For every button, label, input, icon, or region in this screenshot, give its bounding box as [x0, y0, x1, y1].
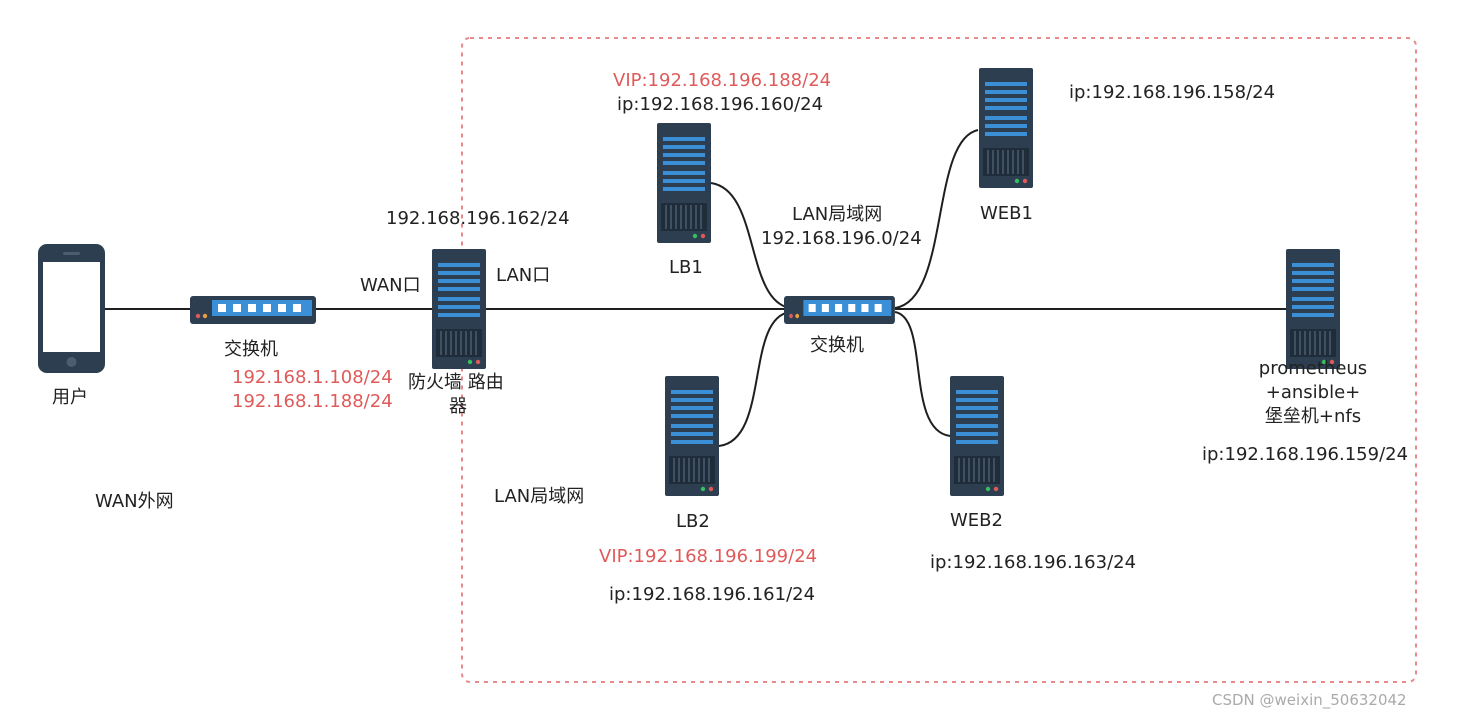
lan-switch-icon: [784, 296, 895, 324]
lan-net-label: LAN局域网: [792, 204, 883, 225]
monitor-server-icon: [1285, 248, 1341, 370]
web2-label: WEB2: [950, 510, 1003, 531]
links: [105, 129, 1287, 447]
firewall-label-line1: 防火墙 路由: [408, 372, 504, 393]
link-web1-lanswitch: [894, 129, 979, 309]
lb1-server-icon: [656, 122, 712, 244]
link-web2-lanswitch: [894, 311, 951, 437]
lb1-label: LB1: [669, 257, 703, 278]
lb2-vip: VIP:192.168.196.199/24: [599, 546, 818, 567]
wan-switch-label: 交换机: [224, 339, 278, 360]
wan-switch-icon: [190, 296, 316, 324]
monitor-label-line3: 堡垒机+nfs: [1264, 406, 1362, 427]
firewall-server-icon: [431, 248, 487, 370]
monitor-label-line2: +ansible+: [1265, 382, 1361, 403]
firewall-lan-port-label: LAN口: [496, 265, 551, 286]
link-lb1-lanswitch: [710, 182, 791, 309]
user-label: 用户: [52, 387, 88, 408]
lan-switch-label: 交换机: [810, 335, 864, 356]
web1-ip: ip:192.168.196.158/24: [1069, 82, 1276, 103]
lb1-vip: VIP:192.168.196.188/24: [613, 70, 832, 91]
lan-net-ip: 192.168.196.0/24: [761, 228, 922, 249]
monitor-ip: ip:192.168.196.159/24: [1202, 444, 1409, 465]
lb2-ip: ip:192.168.196.161/24: [609, 584, 816, 605]
lb2-label: LB2: [676, 511, 710, 532]
link-lb2-lanswitch: [718, 311, 791, 447]
lan-zone-label: LAN局域网: [494, 486, 585, 507]
wan-zone-label: WAN外网: [95, 491, 174, 512]
firewall-label-line2: 器: [449, 396, 467, 417]
firewall-lan-ip: 192.168.196.162/24: [386, 208, 570, 229]
web1-server-icon: [978, 67, 1034, 189]
wan-ip-2: 192.168.1.188/24: [232, 391, 393, 412]
web2-server-icon: [949, 375, 1005, 497]
web1-label: WEB1: [980, 203, 1033, 224]
smartphone-icon: [38, 244, 105, 373]
lb2-server-icon: [664, 375, 720, 497]
watermark: CSDN @weixin_50632042: [1212, 691, 1407, 709]
lb1-ip: ip:192.168.196.160/24: [617, 94, 824, 115]
monitor-label-line1: prometheus: [1258, 358, 1368, 379]
firewall-wan-port-label: WAN口: [360, 275, 421, 296]
web2-ip: ip:192.168.196.163/24: [930, 552, 1137, 573]
wan-ip-1: 192.168.1.108/24: [232, 367, 393, 388]
